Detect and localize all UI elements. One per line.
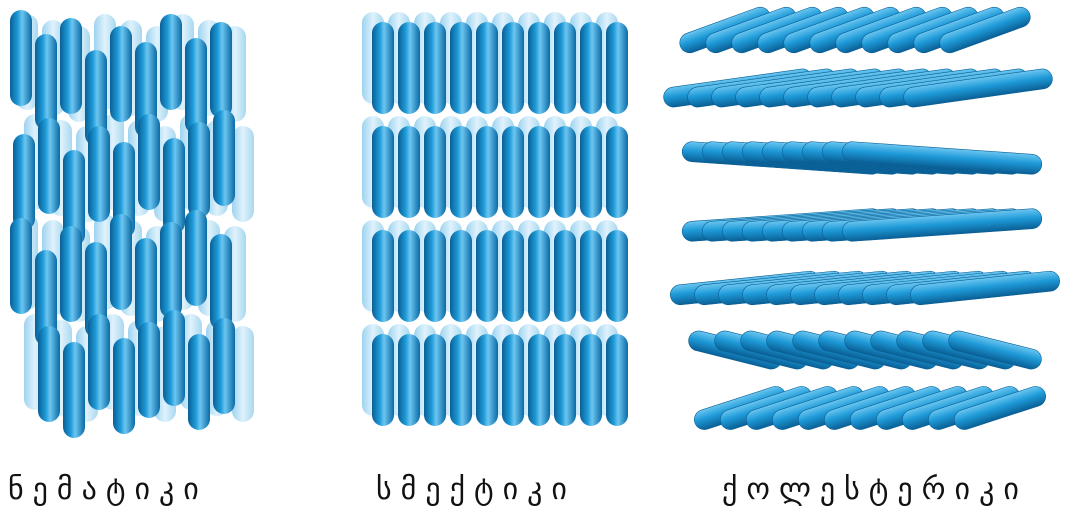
nematic-rod bbox=[85, 50, 107, 146]
nematic-rod bbox=[38, 118, 60, 214]
smectic-rod bbox=[580, 230, 602, 322]
cholesteric-rod bbox=[910, 270, 1060, 306]
nematic-rod bbox=[185, 210, 207, 306]
smectic-phase-illustration bbox=[362, 12, 628, 426]
cholesteric-phase-illustration bbox=[663, 6, 1060, 430]
nematic-rod bbox=[210, 234, 232, 330]
smectic-rod bbox=[476, 334, 498, 426]
smectic-rod bbox=[528, 334, 550, 426]
nematic-rod bbox=[110, 214, 132, 310]
nematic-rod bbox=[85, 242, 107, 338]
smectic-rod bbox=[528, 22, 550, 114]
smectic-rod bbox=[580, 334, 602, 426]
nematic-rod bbox=[213, 110, 235, 206]
cholesteric-layer bbox=[681, 141, 1043, 175]
nematic-rod bbox=[10, 10, 32, 106]
nematic-rod bbox=[185, 38, 207, 134]
nematic-rod bbox=[210, 22, 232, 118]
cholesteric-layer bbox=[688, 330, 1042, 370]
smectic-rod bbox=[450, 22, 472, 114]
smectic-rod bbox=[502, 22, 524, 114]
nematic-rod bbox=[38, 326, 60, 422]
smectic-rod bbox=[476, 126, 498, 218]
smectic-rod bbox=[554, 126, 576, 218]
nematic-rod bbox=[163, 138, 185, 234]
nematic-phase-illustration bbox=[10, 10, 254, 438]
smectic-rod bbox=[398, 126, 420, 218]
cholesteric-layer bbox=[694, 386, 1046, 430]
nematic-rod bbox=[60, 18, 82, 114]
nematic-rod bbox=[88, 314, 110, 410]
smectic-rod bbox=[398, 230, 420, 322]
cholesteric-rod bbox=[948, 330, 1042, 370]
smectic-rod bbox=[554, 230, 576, 322]
smectic-rod bbox=[398, 334, 420, 426]
smectic-rod bbox=[528, 126, 550, 218]
smectic-rod bbox=[424, 126, 446, 218]
nematic-rod bbox=[110, 26, 132, 122]
cholesteric-rod bbox=[903, 68, 1053, 108]
nematic-ghost-rod bbox=[232, 326, 254, 422]
nematic-rod bbox=[113, 338, 135, 434]
smectic-rod bbox=[372, 22, 394, 114]
cholesteric-layer bbox=[681, 208, 1043, 242]
smectic-rod bbox=[606, 22, 628, 114]
smectic-rod bbox=[606, 126, 628, 218]
smectic-rod bbox=[450, 126, 472, 218]
smectic-rod bbox=[372, 126, 394, 218]
nematic-rod bbox=[10, 218, 32, 314]
nematic-rod bbox=[35, 34, 57, 130]
smectic-rod bbox=[424, 22, 446, 114]
smectic-rod bbox=[372, 334, 394, 426]
cholesteric-layer bbox=[679, 6, 1031, 54]
smectic-rod bbox=[476, 230, 498, 322]
smectic-rod bbox=[424, 334, 446, 426]
nematic-rod bbox=[135, 238, 157, 334]
nematic-rod bbox=[60, 226, 82, 322]
smectic-rod bbox=[606, 230, 628, 322]
nematic-rod bbox=[138, 322, 160, 418]
cholesteric-rod bbox=[841, 141, 1043, 175]
cholesteric-rod bbox=[939, 6, 1031, 54]
nematic-rod bbox=[160, 14, 182, 110]
smectic-rod bbox=[528, 230, 550, 322]
smectic-rod bbox=[502, 126, 524, 218]
nematic-rod bbox=[135, 42, 157, 138]
nematic-rod bbox=[35, 250, 57, 346]
cholesteric-rod bbox=[841, 208, 1043, 242]
cholesteric-layer bbox=[670, 270, 1060, 306]
smectic-rod bbox=[476, 22, 498, 114]
nematic-ghost-rod bbox=[232, 126, 254, 222]
smectic-label: სმექტიკი bbox=[376, 472, 576, 507]
smectic-rod bbox=[398, 22, 420, 114]
nematic-rod bbox=[63, 342, 85, 438]
smectic-rod bbox=[554, 22, 576, 114]
cholesteric-label: ქოლესტერიკი bbox=[722, 472, 1028, 507]
nematic-rod bbox=[113, 142, 135, 238]
smectic-rod bbox=[372, 230, 394, 322]
smectic-rod bbox=[450, 230, 472, 322]
nematic-rod bbox=[188, 122, 210, 218]
cholesteric-rod bbox=[954, 386, 1046, 430]
nematic-rod bbox=[138, 114, 160, 210]
smectic-rod bbox=[580, 22, 602, 114]
nematic-rod bbox=[160, 222, 182, 318]
nematic-rod bbox=[213, 318, 235, 414]
nematic-rod bbox=[88, 126, 110, 222]
nematic-rod bbox=[163, 310, 185, 406]
smectic-rod bbox=[606, 334, 628, 426]
nematic-label: ნემატიკი bbox=[8, 472, 208, 507]
nematic-rod bbox=[188, 334, 210, 430]
smectic-rod bbox=[424, 230, 446, 322]
nematic-rod bbox=[63, 150, 85, 246]
smectic-rod bbox=[502, 230, 524, 322]
nematic-rod bbox=[13, 134, 35, 230]
smectic-rod bbox=[502, 334, 524, 426]
cholesteric-layer bbox=[663, 68, 1053, 108]
smectic-rod bbox=[554, 334, 576, 426]
smectic-rod bbox=[580, 126, 602, 218]
smectic-rod bbox=[450, 334, 472, 426]
